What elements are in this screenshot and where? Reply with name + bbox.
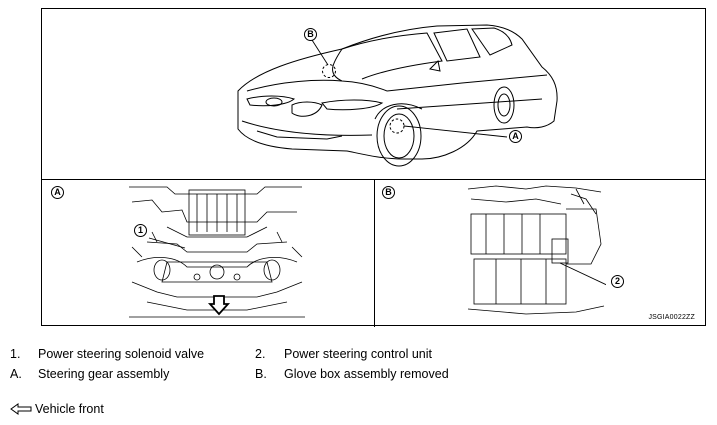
service-figure: B A A 1 B	[41, 8, 706, 327]
car-illustration	[237, 24, 558, 167]
horizontal-divider	[42, 179, 705, 180]
legend-text-1: Power steering solenoid valve	[38, 347, 205, 361]
arrow-left-outline-icon	[10, 403, 32, 415]
legend-key-1: 1.	[10, 347, 21, 361]
callout-a-top: A	[509, 130, 522, 143]
callout-2: 2	[611, 275, 624, 288]
legend-text-2: Power steering control unit	[284, 347, 432, 361]
legend-text-a: Steering gear assembly	[38, 367, 170, 381]
figure-code: JSGIA0022ZZ	[648, 314, 695, 321]
steering-gear-illustration	[129, 186, 305, 318]
legend-key-a: A.	[10, 367, 22, 381]
callout-b-top: B	[304, 28, 317, 41]
legend-key-b: B.	[255, 367, 267, 381]
panel-b-label: B	[382, 186, 395, 199]
vehicle-front-note: Vehicle front	[10, 402, 104, 416]
legend-key-2: 2.	[255, 347, 266, 361]
panel-a-label: A	[51, 186, 64, 199]
glove-box-area-illustration	[467, 185, 606, 315]
vehicle-front-label: Vehicle front	[35, 402, 104, 416]
vertical-divider	[374, 179, 375, 327]
legend-text-b: Glove box assembly removed	[284, 367, 449, 381]
callout-1: 1	[134, 224, 147, 237]
